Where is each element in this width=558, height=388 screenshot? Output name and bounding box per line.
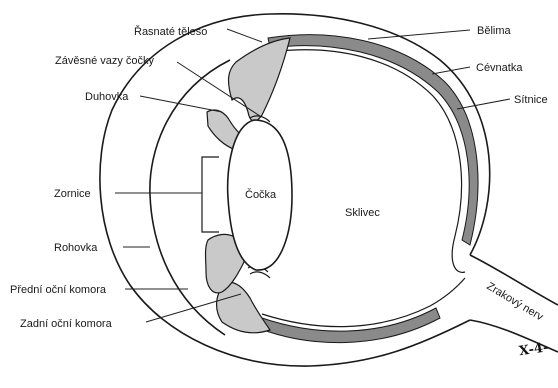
label-belima: Bělima <box>477 25 512 37</box>
label-zavesne-vazy: Závěsné vazy čočky <box>55 55 155 67</box>
label-zornice: Zornice <box>54 188 91 200</box>
label-cocka: Čočka <box>245 188 277 201</box>
leader-sitnice <box>457 99 510 109</box>
leader-cevnatka <box>432 67 470 74</box>
label-sitnice: Sítnice <box>514 94 548 106</box>
pupil-bracket <box>202 157 219 232</box>
label-cevnatka: Cévnatka <box>476 62 523 74</box>
artist-signature: X-4- <box>518 340 549 359</box>
label-duhovka: Duhovka <box>85 91 129 103</box>
label-zrakovy-nerv: Zrakový nerv <box>484 280 545 323</box>
label-zadni-komora: Zadní oční komora <box>20 318 113 330</box>
label-rasnate-teleso: Řasnaté těleso <box>134 25 207 38</box>
label-rohovka: Rohovka <box>54 242 98 254</box>
label-sklivec: Sklivec <box>345 207 380 219</box>
leader-belima <box>368 30 470 39</box>
leader-rasnate-teleso <box>227 29 262 42</box>
ciliary-body-upper <box>229 38 290 121</box>
label-predni-komora: Přední oční komora <box>10 284 107 296</box>
